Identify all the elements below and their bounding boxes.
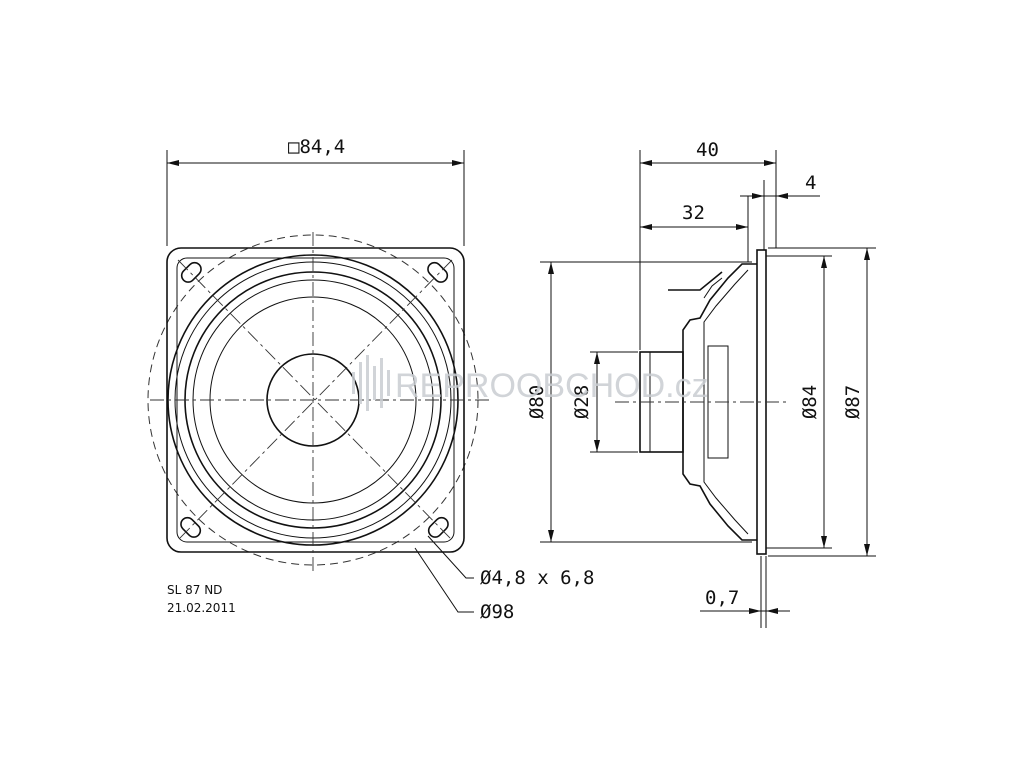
mount-hole-leader [427, 535, 474, 579]
mount-hole-tl [180, 261, 202, 283]
mount-hole-tr [427, 261, 449, 283]
arrow-head [548, 530, 554, 542]
arrow-head [736, 224, 748, 230]
mount-hole-br [427, 516, 449, 538]
arrow-head [167, 160, 179, 166]
terminal-wire [703, 277, 723, 299]
depth-total-label: 40 [696, 139, 719, 161]
arrow-head [640, 224, 652, 230]
watermark: REPROOBCHOD.cz [352, 355, 709, 411]
watermark-text: REPROOBCHOD.cz [395, 367, 709, 405]
dia-outer-label: Ø87 [842, 385, 864, 419]
arrow-head [594, 352, 600, 364]
baffle-cutout-label: Ø98 [480, 601, 514, 623]
frame-size-label: □84,4 [288, 136, 345, 158]
arrow-head [864, 544, 870, 556]
depth-magnet-label: 32 [682, 202, 705, 224]
arrow-head [452, 160, 464, 166]
dia-frame-label: Ø80 [526, 385, 548, 419]
arrow-head [864, 248, 870, 260]
arrow-head [749, 608, 761, 614]
flange-label: 4 [805, 172, 816, 194]
arrow-head [548, 262, 554, 274]
date-label: 21.02.2011 [167, 601, 236, 615]
arrow-head [594, 440, 600, 452]
arrow-head [821, 536, 827, 548]
front-diagonal-2 [177, 259, 453, 541]
arrow-head [776, 193, 788, 199]
dia-cone-label: Ø84 [799, 385, 821, 419]
side-view: 40 32 4 0,7 Ø80 Ø28 [526, 139, 876, 628]
arrow-head [752, 193, 764, 199]
dia-magnet-label: Ø28 [571, 385, 593, 419]
model-label: SL 87 ND [167, 583, 222, 597]
baffle-cutout-leader [414, 547, 474, 613]
mount-hole-label: Ø4,8 x 6,8 [480, 567, 594, 589]
arrow-head [766, 608, 778, 614]
terminal-tab [668, 271, 723, 291]
arrow-head [821, 256, 827, 268]
front-view: □84,4 Ø4,8 x 6,8 Ø98 SL 87 ND 21.02.2011 [147, 136, 594, 623]
arrow-head [640, 160, 652, 166]
watermark-sound-icon [352, 355, 390, 411]
thickness-label: 0,7 [705, 587, 739, 609]
arrow-head [764, 160, 776, 166]
